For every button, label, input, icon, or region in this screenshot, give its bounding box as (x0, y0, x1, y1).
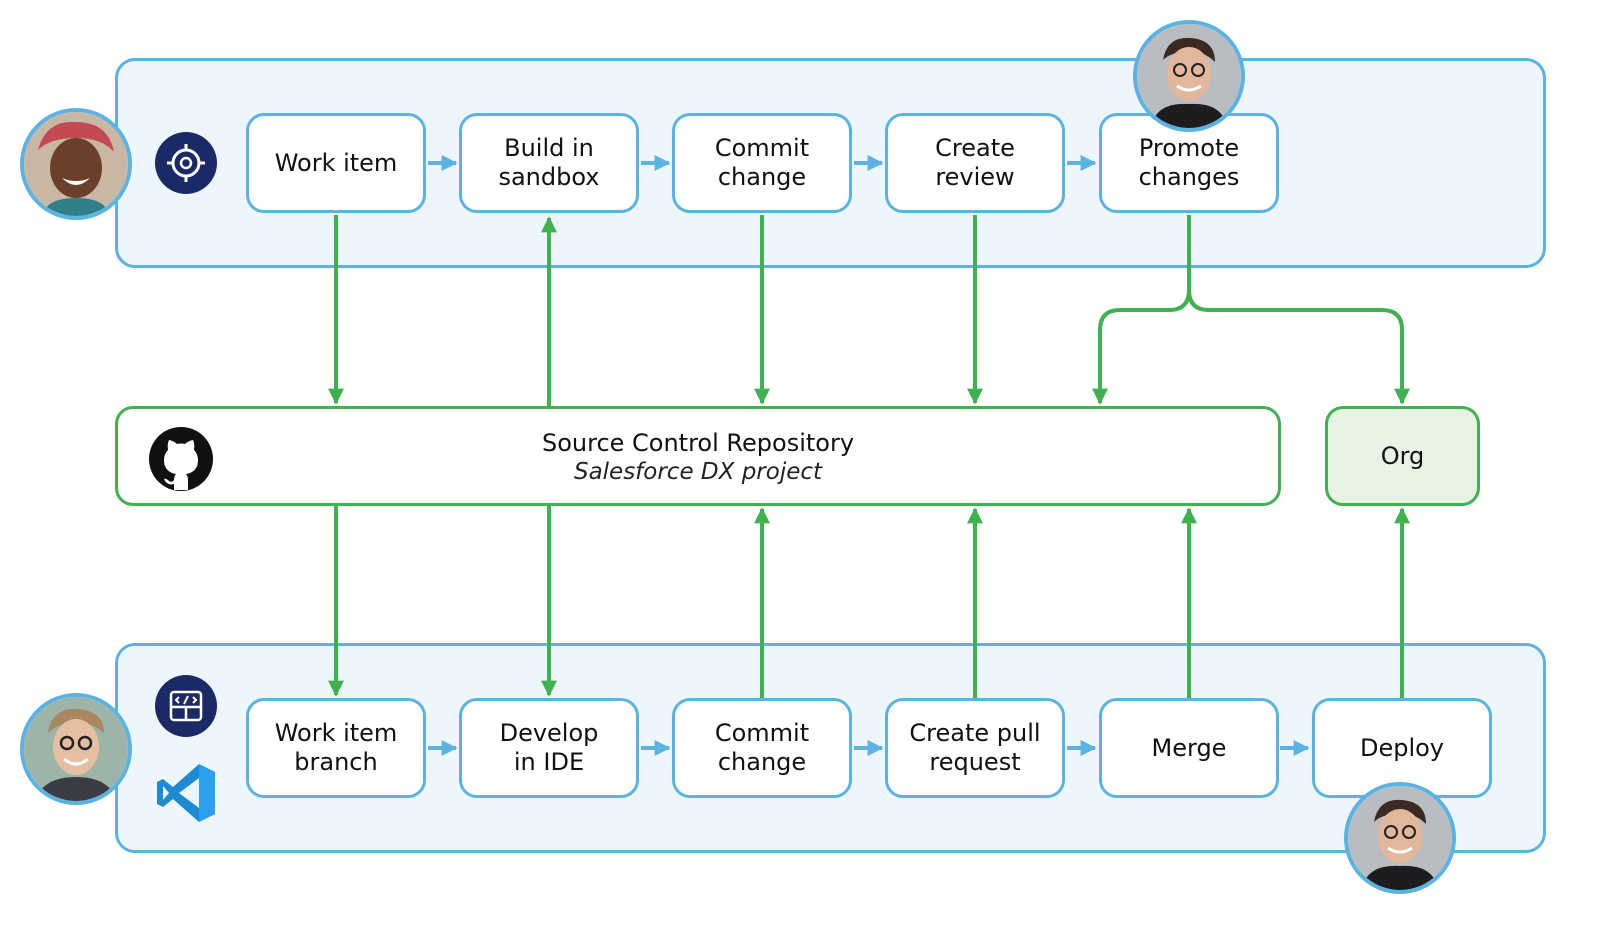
code-builder-icon (155, 675, 217, 737)
admin-avatar (20, 108, 132, 220)
step-deploy: Deploy (1312, 698, 1492, 798)
person-icon (1137, 24, 1241, 128)
step-merge: Merge (1099, 698, 1279, 798)
repo-subtitle: Salesforce DX project (573, 459, 823, 485)
step-commit-change-top: Commit change (672, 113, 852, 213)
promote-to-repo-arrow (1092, 215, 1191, 405)
step-create-review: Create review (885, 113, 1065, 213)
person-icon (24, 112, 128, 216)
person-icon (1348, 786, 1452, 890)
step-work-item: Work item (246, 113, 426, 213)
step-create-pull-request: Create pull request (885, 698, 1065, 798)
vscode-icon (157, 764, 215, 822)
release-manager-avatar (1133, 20, 1245, 132)
devops-center-target-icon (155, 132, 217, 194)
step-develop-in-ide: Develop in IDE (459, 698, 639, 798)
deployer-avatar (1344, 782, 1456, 894)
person-icon (24, 697, 128, 801)
github-icon (149, 427, 213, 491)
org-box: Org (1325, 406, 1480, 506)
step-commit-change-bottom: Commit change (672, 698, 852, 798)
developer-avatar (20, 693, 132, 805)
step-build-in-sandbox: Build in sandbox (459, 113, 639, 213)
source-control-repository: Source Control Repository Salesforce DX … (115, 406, 1281, 506)
step-work-item-branch: Work item branch (246, 698, 426, 798)
repo-title: Source Control Repository (541, 429, 855, 457)
repo-arrows (328, 215, 1410, 698)
promote-to-org-arrow (1187, 289, 1410, 405)
